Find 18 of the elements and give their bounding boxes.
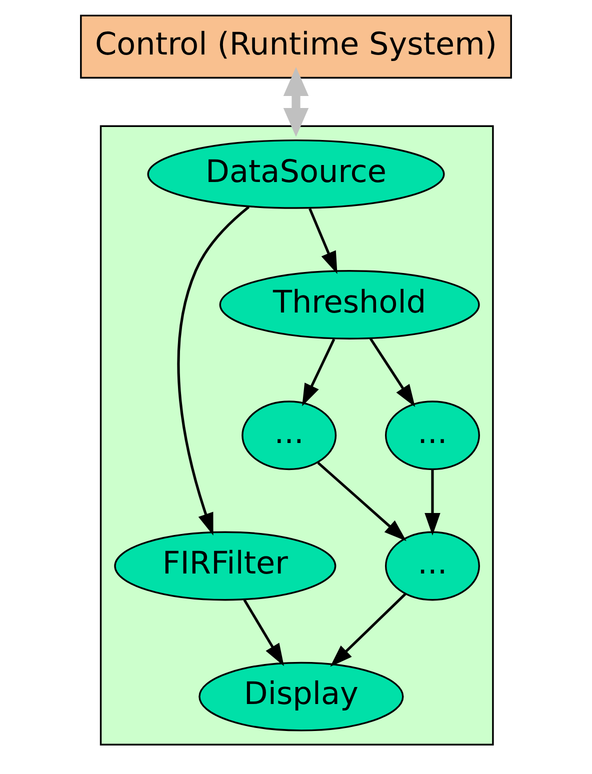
node-ellipse: DataSource bbox=[147, 139, 445, 209]
node-ellipse: FIRFilter bbox=[114, 531, 336, 601]
arrow bbox=[308, 208, 338, 274]
arrow bbox=[302, 338, 336, 406]
node-ellipse: ... bbox=[384, 531, 480, 601]
node-ellipse: ... bbox=[384, 400, 480, 470]
node-ellipse: Threshold bbox=[219, 270, 480, 340]
arrow bbox=[317, 462, 406, 542]
arrow bbox=[283, 67, 309, 137]
cluster bbox=[100, 125, 494, 746]
arrow bbox=[243, 599, 284, 666]
node-ellipse: ... bbox=[242, 400, 337, 470]
arrow bbox=[369, 338, 416, 408]
arrow bbox=[424, 470, 440, 536]
arrow bbox=[330, 593, 406, 667]
arrow bbox=[177, 206, 250, 536]
node-ellipse: Display bbox=[198, 662, 404, 732]
node-box: Control (Runtime System) bbox=[80, 14, 512, 79]
